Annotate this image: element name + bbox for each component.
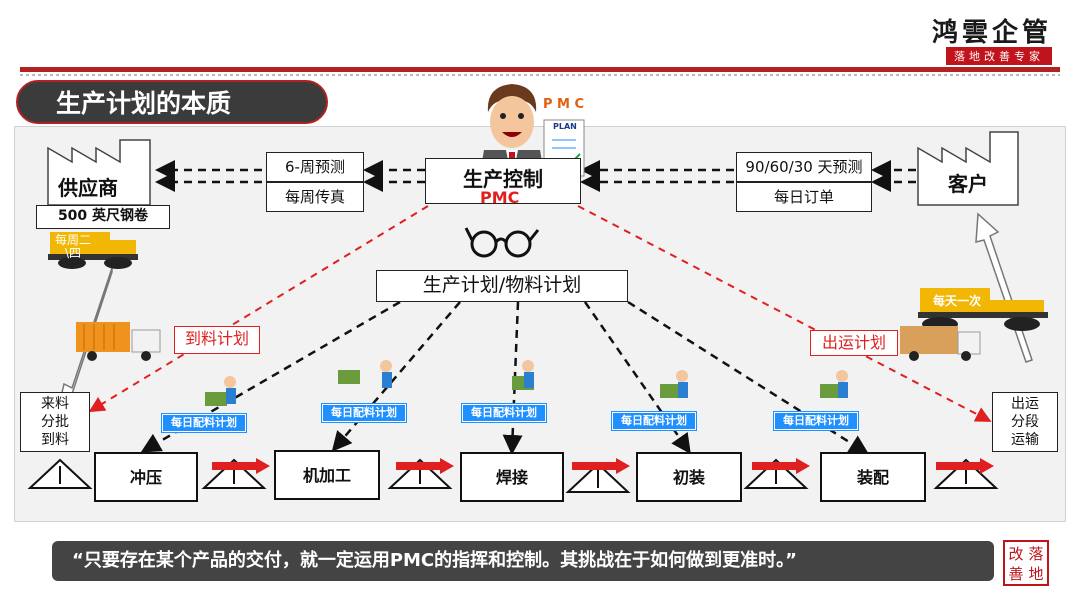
outgoing-line-3: 运输 <box>1011 432 1039 448</box>
supplier-name: 供应商 <box>58 176 118 200</box>
inventory-triangles <box>27 458 999 493</box>
worker-icon <box>205 360 848 406</box>
outgoing-box: 出运 分段 运输 <box>992 392 1058 452</box>
supplier-truck-icon <box>48 232 138 269</box>
process-welding: 焊接 <box>460 452 564 502</box>
forecast-90-60-30-box: 90/60/30 天预测 <box>736 152 872 182</box>
weekly-fax-box: 每周传真 <box>266 182 364 212</box>
arrival-plan-label: 到料计划 <box>174 326 260 354</box>
seal-stamp: 改落 善地 <box>1003 540 1049 586</box>
header-divider <box>20 67 1060 72</box>
push-arrows <box>212 458 994 474</box>
process-stamping: 冲压 <box>94 452 198 502</box>
pmc-top-label: P M C <box>543 97 585 112</box>
seal-char-4: 地 <box>1028 565 1044 583</box>
incoming-box: 来料 分批 到料 <box>20 392 90 452</box>
logo-text: 鸿雲企管 <box>931 18 1052 48</box>
daily-material-badge-1: 每日配料计划 <box>161 413 247 433</box>
daily-material-badge-2: 每日配料计划 <box>321 403 407 423</box>
logo-tagline: 落地改善专家 <box>946 47 1052 65</box>
quote-banner: “只要存在某个产品的交付，就一定运用PMC的指挥和控制。其挑战在于如何做到更准时… <box>52 541 994 581</box>
daily-material-badge-3: 每日配料计划 <box>461 403 547 423</box>
customer-name: 客户 <box>948 172 988 196</box>
seal-char-2: 落 <box>1028 545 1044 563</box>
incoming-line-2: 分批 <box>41 414 69 430</box>
daily-orders-box: 每日订单 <box>736 182 872 212</box>
supplier-factory-icon <box>47 139 151 206</box>
customer-truck-icon <box>918 288 1048 331</box>
process-final-assembly: 装配 <box>820 452 926 502</box>
supplier-item: 500 英尺钢卷 <box>36 205 170 229</box>
box-truck-right-icon <box>900 326 981 361</box>
incoming-line-3: 到料 <box>41 432 69 448</box>
container-truck-left-icon <box>76 322 161 361</box>
pmc-bottom-label: PMC <box>480 188 520 207</box>
daily-material-badge-5: 每日配料计划 <box>773 411 859 431</box>
seal-char-3: 善 <box>1008 565 1024 583</box>
header-divider-dotted <box>20 74 1060 76</box>
outgoing-line-2: 分段 <box>1011 414 1039 430</box>
glasses-icon <box>464 227 540 258</box>
production-control-box: 生产控制 <box>425 158 581 204</box>
production-material-plan-box: 生产计划/物料计划 <box>376 270 628 302</box>
seal-char-1: 改 <box>1008 545 1024 563</box>
forecast-6week-box: 6-周预测 <box>266 152 364 182</box>
daily-material-badge-4: 每日配料计划 <box>611 411 697 431</box>
outgoing-line-1: 出运 <box>1011 396 1039 412</box>
supplier-truck-label: 每周二\四 <box>54 233 91 260</box>
page-title: 生产计划的本质 <box>16 80 328 124</box>
process-machining: 机加工 <box>274 450 380 500</box>
process-initial-assembly: 初装 <box>636 452 742 502</box>
customer-truck-label: 每天一次 <box>932 294 981 308</box>
plan-label: PLAN <box>553 122 577 131</box>
customer-factory-icon <box>917 131 1019 206</box>
shipping-plan-label: 出运计划 <box>810 330 898 356</box>
incoming-line-1: 来料 <box>41 396 69 412</box>
